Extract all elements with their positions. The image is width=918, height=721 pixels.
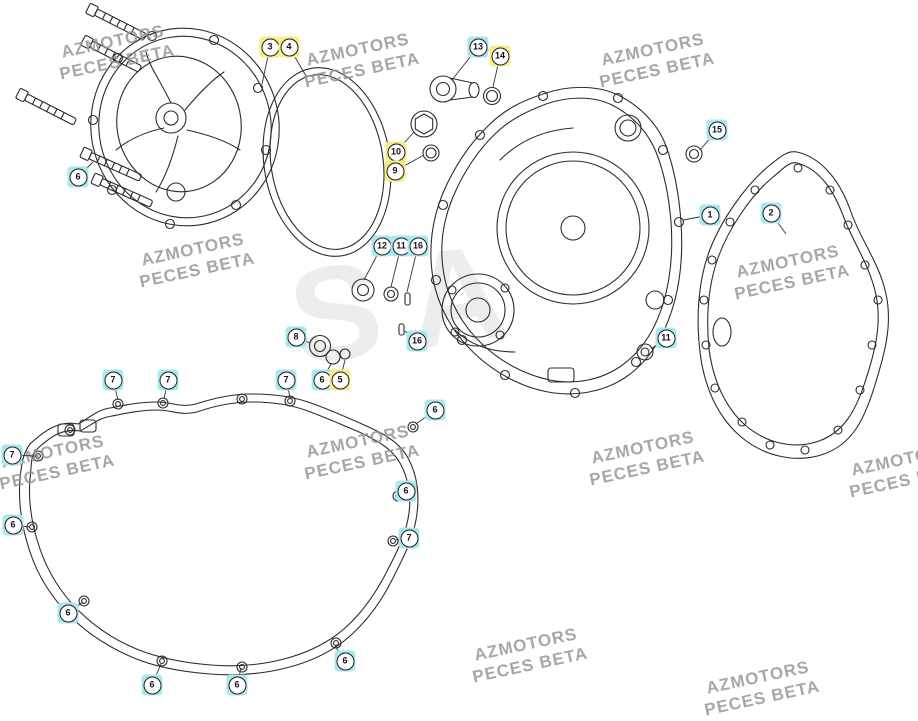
callout-7: 7 — [275, 369, 297, 391]
callout-number: 12 — [373, 237, 391, 255]
callout-6: 6 — [424, 399, 446, 421]
callout-4: 4 — [278, 36, 300, 58]
water-pump-small-parts-drawing — [308, 278, 654, 365]
callout-number: 3 — [261, 38, 279, 56]
callout-6: 6 — [2, 514, 24, 536]
callout-number: 16 — [408, 332, 426, 350]
callout-number: 4 — [280, 38, 298, 56]
callout-6: 6 — [226, 674, 248, 696]
main-clutch-cover-drawing — [430, 86, 685, 399]
callout-number: 15 — [708, 121, 726, 139]
callout-number: 6 — [4, 516, 22, 534]
callout-14: 14 — [489, 45, 511, 67]
callout-number: 5 — [331, 371, 349, 389]
callout-6: 6 — [395, 480, 417, 502]
callout-5: 5 — [329, 369, 351, 391]
callout-number: 13 — [469, 38, 487, 56]
callout-7: 7 — [398, 527, 420, 549]
callout-number: 7 — [277, 371, 295, 389]
callout-10: 10 — [385, 141, 407, 163]
callout-number: 7 — [400, 529, 418, 547]
callout-number: 6 — [228, 676, 246, 694]
oil-plug-oring-drawing — [410, 110, 440, 162]
callout-number: 7 — [104, 371, 122, 389]
callout-number: 16 — [409, 237, 427, 255]
callout-number: 2 — [762, 204, 780, 222]
outer-clutch-cover-drawing — [87, 27, 280, 230]
callout-number: 10 — [387, 143, 405, 161]
callout-13: 13 — [467, 36, 489, 58]
callout-2: 2 — [760, 202, 782, 224]
callout-number: 6 — [397, 482, 415, 500]
callout-1: 1 — [699, 204, 721, 226]
inner-cover-gasket-drawing — [697, 151, 889, 459]
callout-7: 7 — [1, 444, 23, 466]
callout-number: 11 — [657, 329, 675, 347]
callout-3: 3 — [259, 36, 281, 58]
callout-number: 6 — [426, 401, 444, 419]
callout-15: 15 — [706, 119, 728, 141]
callout-8: 8 — [285, 326, 307, 348]
callout-7: 7 — [102, 369, 124, 391]
callout-6: 6 — [57, 602, 79, 624]
callout-number: 1 — [701, 206, 719, 224]
diagram-line-art — [14, 2, 889, 676]
callout-number: 7 — [3, 446, 21, 464]
callout-11: 11 — [655, 327, 677, 349]
callout-number: 6 — [59, 604, 77, 622]
callout-6: 6 — [141, 674, 163, 696]
callout-number: 8 — [287, 328, 305, 346]
callout-number: 14 — [491, 47, 509, 65]
callout-16: 16 — [406, 330, 428, 352]
callout-7: 7 — [157, 369, 179, 391]
callout-9: 9 — [384, 160, 406, 182]
callout-6: 6 — [334, 650, 356, 672]
callout-number: 6 — [143, 676, 161, 694]
callout-number: 7 — [159, 371, 177, 389]
callout-12: 12 — [371, 235, 393, 257]
callout-16: 16 — [407, 235, 429, 257]
callout-number: 6 — [69, 168, 87, 186]
callout-number: 6 — [336, 652, 354, 670]
ring-15-drawing — [685, 145, 703, 163]
callout-number: 6 — [313, 371, 331, 389]
callout-6: 6 — [67, 166, 89, 188]
callout-number: 9 — [386, 162, 404, 180]
